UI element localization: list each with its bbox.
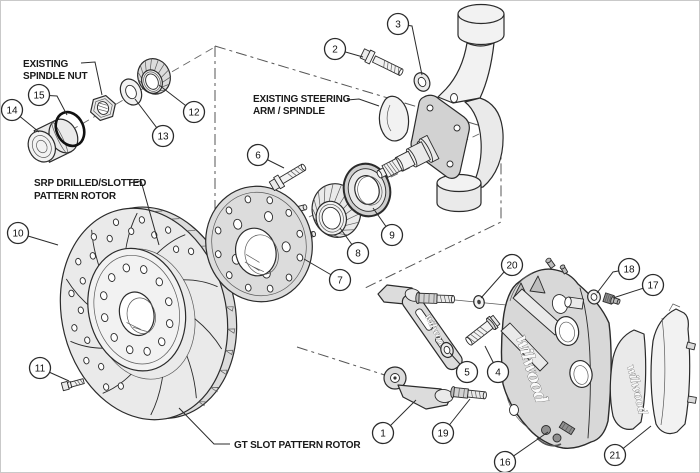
callout-19: 19 <box>431 421 455 445</box>
text-labels: EXISTING SPINDLE NUT EXISTING STEERING A… <box>23 59 380 451</box>
caliper-window-lower <box>569 359 593 389</box>
svg-text:17: 17 <box>647 281 659 292</box>
hub-stud-holes <box>231 211 291 279</box>
pad-backing-plate <box>650 308 691 435</box>
svg-text:6: 6 <box>255 151 261 162</box>
inlet-fitting-plug <box>602 292 621 305</box>
callout-leaders <box>11 23 654 463</box>
label-existing-spindle-nut-line2: SPINDLE NUT <box>23 71 88 82</box>
rotor-drill-holes <box>68 216 195 391</box>
callout-15: 15 <box>27 83 51 107</box>
rotor-set-screw <box>60 378 85 392</box>
callout-6: 6 <box>246 143 270 167</box>
label-srp-rotor-line1: SRP DRILLED/SLOTTED <box>34 178 146 189</box>
mount-stud-lower <box>450 386 487 400</box>
wheel-hub <box>205 185 317 303</box>
callout-17: 17 <box>641 273 665 297</box>
mount-stud-upper <box>415 292 456 304</box>
callout-8: 8 <box>346 241 370 265</box>
callout-21: 21 <box>603 443 627 467</box>
label-gt-rotor: GT SLOT PATTERN ROTOR <box>234 440 361 451</box>
svg-text:2: 2 <box>332 45 338 56</box>
callout-2: 2 <box>323 37 347 61</box>
svg-text:13: 13 <box>157 132 169 143</box>
callout-10: 10 <box>6 221 30 245</box>
steering-arm-bolt <box>359 48 404 76</box>
pad-friction-side <box>609 329 647 430</box>
callout-12: 12 <box>182 100 206 124</box>
bracket-bolt <box>465 314 501 346</box>
svg-text:16: 16 <box>499 458 511 469</box>
bleed-screw <box>545 257 556 269</box>
callout-14: 14 <box>1 98 24 122</box>
outer-bearing <box>137 58 171 95</box>
callout-1: 1 <box>371 421 395 445</box>
spindle-shaft <box>376 134 440 179</box>
caliper-window-upper <box>554 316 580 346</box>
callouts: 1 2 3 4 5 6 7 8 9 10 11 12 13 14 15 16 1… <box>1 12 665 472</box>
callout-16: 16 <box>493 450 517 472</box>
svg-text:18: 18 <box>623 265 635 276</box>
o-ring <box>54 110 86 148</box>
callout-7: 7 <box>328 268 352 292</box>
steering-arm-boss <box>457 3 505 25</box>
caliper-mount-lug <box>564 296 584 310</box>
dust-cap <box>27 118 79 163</box>
steering-arm-washer <box>413 72 431 92</box>
callout-11: 11 <box>28 356 52 380</box>
brake-rotor <box>59 206 238 421</box>
svg-text:5: 5 <box>464 368 470 379</box>
svg-text:12: 12 <box>188 108 200 119</box>
svg-text:1: 1 <box>380 429 386 440</box>
spindle-washer <box>119 78 143 106</box>
label-existing-steering-arm-line2: ARM / SPINDLE <box>253 106 325 117</box>
svg-text:19: 19 <box>437 429 449 440</box>
svg-text:20: 20 <box>506 261 518 272</box>
label-existing-spindle-nut-line1: EXISTING <box>23 59 68 70</box>
brake-caliper: wilwood <box>500 257 612 449</box>
svg-text:8: 8 <box>355 249 361 260</box>
hub-flange-holes <box>214 195 304 293</box>
caliper-mount-plate <box>410 94 470 179</box>
stud-washer <box>473 295 485 309</box>
label-existing-steering-arm-line1: EXISTING STEERING <box>253 94 351 105</box>
callout-9: 9 <box>380 223 404 247</box>
svg-text:4: 4 <box>495 368 501 379</box>
svg-text:21: 21 <box>609 451 621 462</box>
spindle-front-boss <box>378 95 410 142</box>
brake-pads: wilwood <box>609 303 697 435</box>
svg-text:7: 7 <box>337 276 343 287</box>
svg-text:11: 11 <box>35 364 46 375</box>
fitting-washer <box>587 289 601 305</box>
callout-5: 5 <box>455 360 479 384</box>
callout-13: 13 <box>151 124 175 148</box>
svg-text:3: 3 <box>395 20 401 31</box>
svg-text:9: 9 <box>389 231 395 242</box>
callout-3: 3 <box>386 12 410 36</box>
rotor-bolt-holes <box>100 263 174 356</box>
hub-bolt <box>268 163 307 192</box>
svg-text:10: 10 <box>12 229 24 240</box>
hub-bore <box>234 227 279 277</box>
svg-text:15: 15 <box>33 91 45 102</box>
label-srp-rotor-line2: PATTERN ROTOR <box>34 191 117 202</box>
lower-boss <box>436 173 482 193</box>
callout-4: 4 <box>486 360 510 384</box>
callout-18: 18 <box>617 257 641 281</box>
spindle-nut <box>90 94 116 122</box>
svg-text:14: 14 <box>6 106 18 117</box>
steering-arm-spindle <box>376 3 505 213</box>
rotor-slots <box>66 212 222 416</box>
rotor-center-bore <box>118 291 156 337</box>
crossover-fitting <box>541 425 551 435</box>
callout-20: 20 <box>500 253 524 277</box>
